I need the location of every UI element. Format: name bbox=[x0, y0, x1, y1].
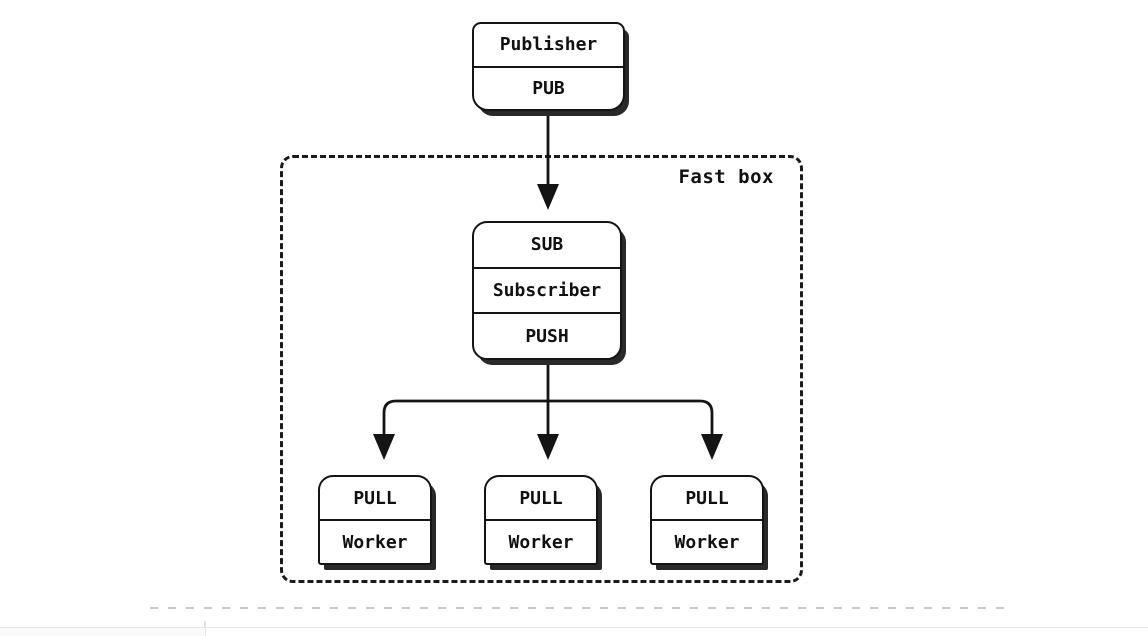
panel-left-pane-edge bbox=[0, 628, 206, 636]
worker-socket-pull: PULL bbox=[353, 487, 397, 509]
section-divider-dashed bbox=[150, 607, 1008, 609]
worker-socket-pull: PULL bbox=[685, 487, 729, 509]
worker-title: Worker bbox=[320, 519, 430, 563]
subscriber-node: SUB Subscriber PUSH bbox=[472, 221, 622, 360]
fast-box-container: Fast box bbox=[280, 155, 803, 583]
worker-node-2: PULL Worker bbox=[484, 475, 598, 565]
panel-top-border bbox=[0, 627, 1148, 628]
worker-node-3: PULL Worker bbox=[650, 475, 764, 565]
publisher-socket-pub: PUB bbox=[474, 65, 623, 110]
publisher-node: Publisher PUB bbox=[472, 22, 625, 111]
subscriber-socket-push: PUSH bbox=[474, 312, 620, 358]
worker-socket-pull: PULL bbox=[519, 487, 563, 509]
worker-title: Worker bbox=[486, 519, 596, 563]
panel-divider-tick bbox=[204, 621, 206, 627]
fast-box-label: Fast box bbox=[678, 166, 774, 188]
subscriber-socket-sub: SUB bbox=[530, 234, 564, 256]
worker-title: Worker bbox=[652, 519, 762, 563]
subscriber-title: Subscriber bbox=[474, 266, 620, 313]
publisher-title: Publisher bbox=[499, 34, 598, 56]
worker-node-1: PULL Worker bbox=[318, 475, 432, 565]
